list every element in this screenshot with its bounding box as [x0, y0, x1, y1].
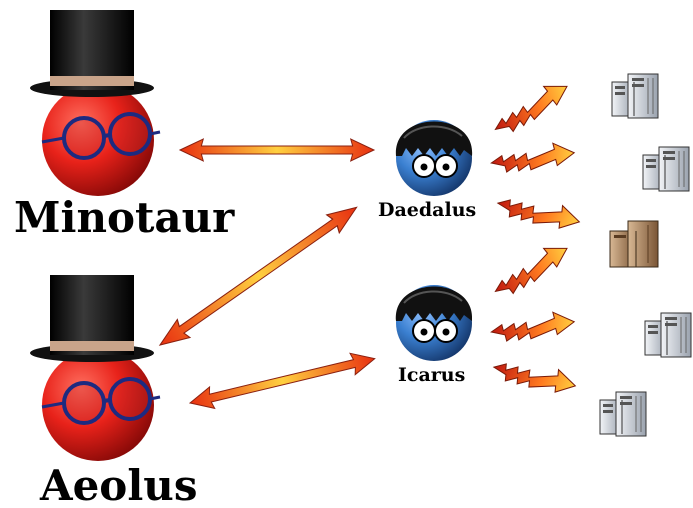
bolt-arrow-icon: [487, 79, 575, 137]
aeolus-icarus-arrow: [187, 348, 377, 414]
server-icon: [600, 392, 646, 436]
top-hat-red-face-icon: [30, 275, 160, 461]
server-brown-icon: [610, 221, 658, 267]
minotaur-daedalus-arrow: [180, 139, 374, 161]
bolt-arrow-icon: [495, 181, 583, 244]
server-icon: [643, 147, 689, 191]
bolt-arrow-icon: [487, 241, 575, 299]
aeolus-label: Aeolus: [39, 461, 197, 508]
black-hair-blue-face-icon: [396, 120, 472, 196]
bolt-arrow-icon: [491, 139, 575, 177]
icarus-node: Icarus: [396, 285, 472, 386]
bolt-arrow-icon: [491, 345, 579, 408]
bolt-arrow-icon: [491, 308, 575, 346]
icarus-label: Icarus: [398, 364, 465, 386]
top-hat-red-face-icon: [30, 10, 160, 196]
server-icon: [612, 74, 658, 118]
minotaur-node: Minotaur: [14, 10, 235, 242]
black-hair-blue-face-icon: [396, 285, 472, 361]
server-icon: [645, 313, 691, 357]
minotaur-label: Minotaur: [14, 193, 235, 242]
daedalus-node: Daedalus: [378, 120, 476, 221]
daedalus-label: Daedalus: [378, 199, 476, 221]
aeolus-node: Aeolus: [30, 275, 197, 508]
